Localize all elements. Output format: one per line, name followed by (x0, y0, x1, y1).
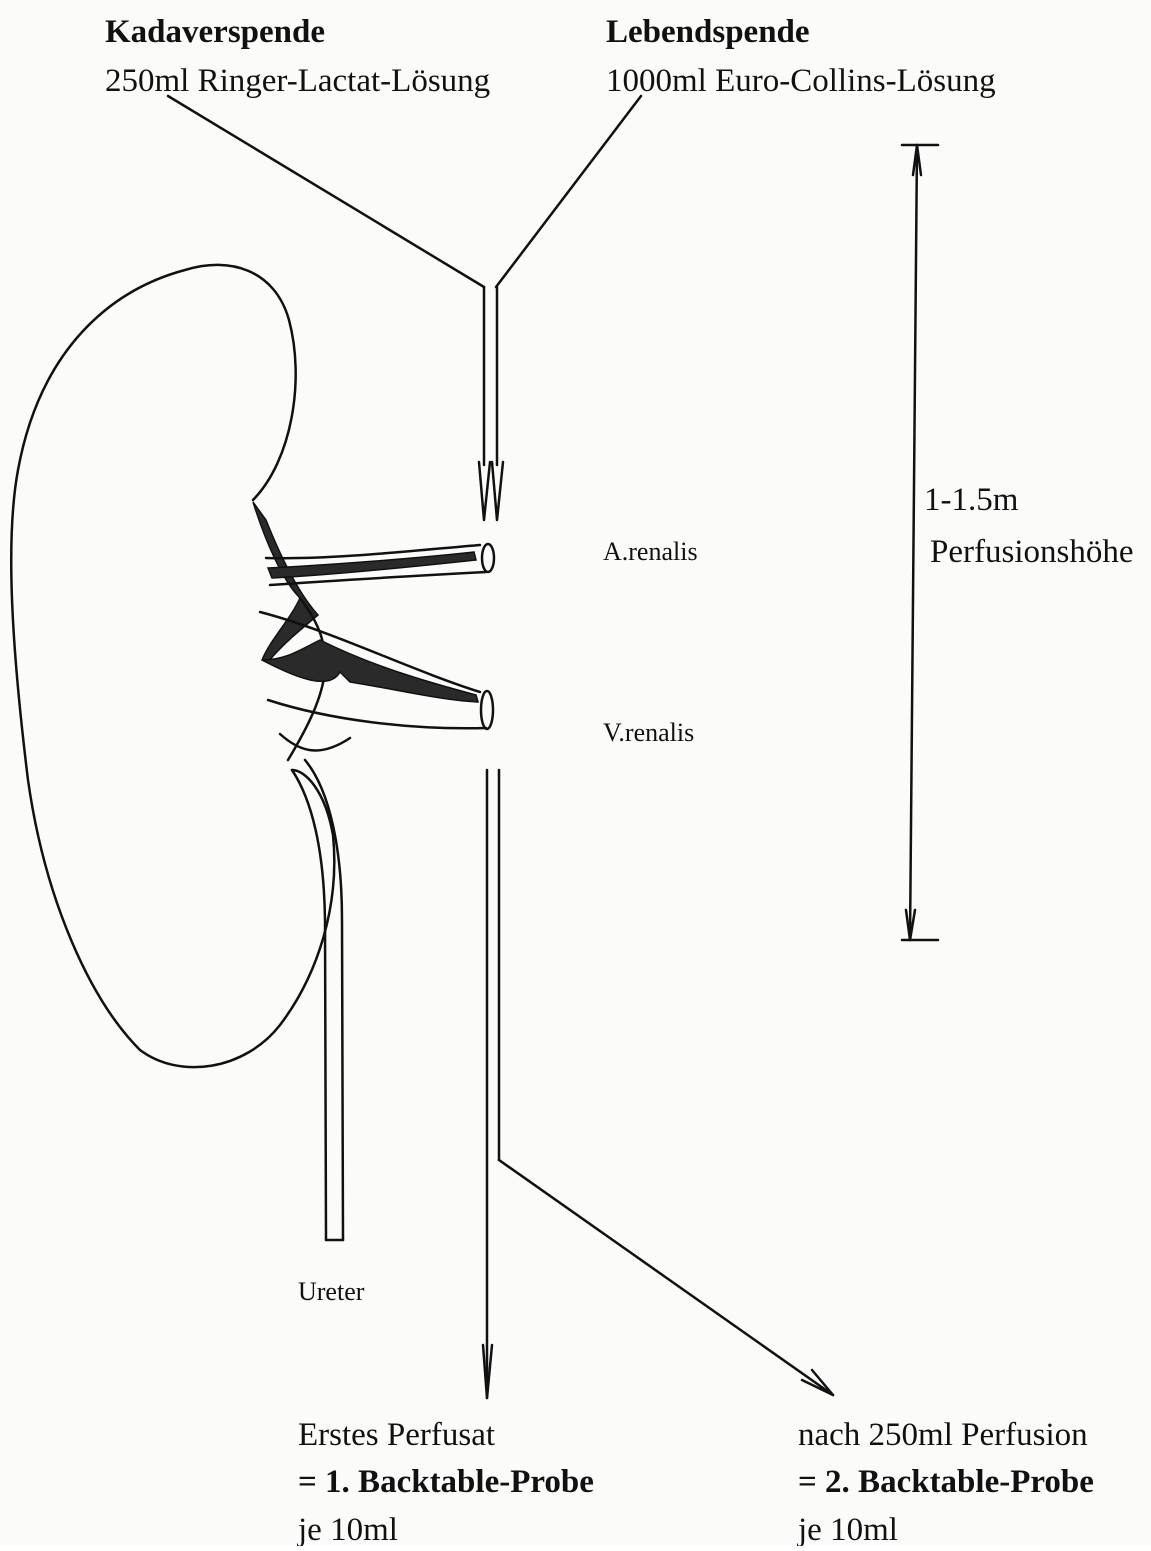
cadaver-solution: 250ml Ringer-Lactat-Lösung (105, 63, 490, 99)
after-perfusion-label: nach 250ml Perfusion (798, 1417, 1088, 1453)
inflow-tube (479, 287, 503, 520)
ureter-label: Ureter (298, 1277, 365, 1306)
second-sample-label: = 2. Backtable-Probe (798, 1464, 1094, 1500)
renal-vein (260, 598, 493, 760)
living-solution: 1000ml Euro-Collins-Lösung (606, 63, 996, 99)
living-feed-line (496, 96, 641, 287)
first-perfusate-label: Erstes Perfusat (298, 1417, 495, 1453)
first-volume-label: je 10ml (297, 1512, 398, 1546)
height-value: 1-1.5m (924, 482, 1019, 518)
renal-artery (266, 544, 494, 585)
artery-label: A.renalis (603, 537, 698, 566)
living-title: Lebendspende (606, 14, 810, 50)
height-label: Perfusionshöhe (930, 534, 1133, 570)
cadaver-title: Kadaverspende (105, 14, 325, 50)
vein-label: V.renalis (603, 718, 694, 747)
second-volume-label: je 10ml (797, 1512, 898, 1546)
first-sample-label: = 1. Backtable-Probe (298, 1464, 594, 1500)
ureter-tube (292, 760, 343, 1240)
cadaver-feed-line (168, 96, 484, 287)
outflow-tube (483, 770, 833, 1398)
